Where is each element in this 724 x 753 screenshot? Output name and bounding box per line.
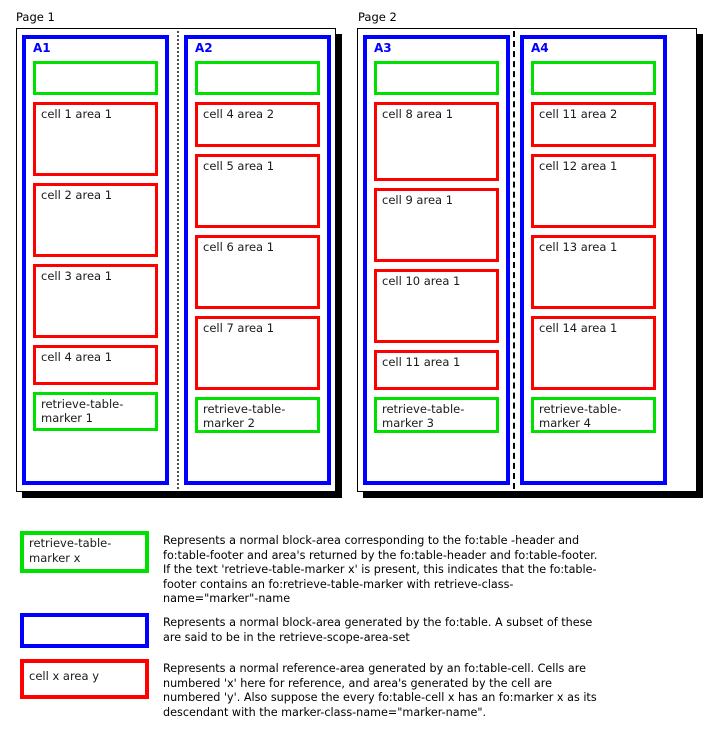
cell-box-a3-2-text: cell 9 area 1 [382,193,454,207]
table-marker-footer-a2: retrieve-table- marker 2 [195,397,320,433]
cell-box-a4-3-text: cell 13 area 1 [539,240,618,254]
cell-box-a2-2-text: cell 5 area 1 [203,159,275,173]
cell-box-a3-4: cell 11 area 1 [374,350,499,390]
cell-box-a3-4-text: cell 11 area 1 [382,355,461,369]
column-divider-page1 [177,31,179,489]
region-a4: A4 cell 11 area 2 cell 12 area 1 cell 13… [520,35,667,485]
cell-box-a2-2: cell 5 area 1 [195,154,320,228]
region-label-a1: A1 [33,41,51,55]
page-frame-2: A3 cell 8 area 1 cell 9 area 1 cell 10 a… [357,28,697,492]
cell-box-a1-4: cell 4 area 1 [33,345,158,385]
table-marker-footer-a1-text: retrieve-table- marker 1 [41,397,124,425]
legend-swatch-cell-text: cell x area y [29,669,100,683]
table-marker-header-a1 [33,61,158,95]
page-frame-1: A1 cell 1 area 1 cell 2 area 1 cell 3 ar… [16,28,336,492]
cell-box-a1-3: cell 3 area 1 [33,264,158,338]
cell-box-a3-1-text: cell 8 area 1 [382,107,454,121]
table-marker-footer-a3: retrieve-table- marker 3 [374,397,499,433]
table-marker-footer-a4: retrieve-table- marker 4 [531,397,656,433]
page-label-2: Page 2 [358,10,397,24]
legend-swatch-cell: cell x area y [20,659,149,699]
cell-box-a2-3-text: cell 6 area 1 [203,240,275,254]
cell-box-a1-2: cell 2 area 1 [33,183,158,257]
region-body-a4: cell 11 area 2 cell 12 area 1 cell 13 ar… [531,61,656,474]
region-a2: A2 cell 4 area 2 cell 5 area 1 cell 6 ar… [184,35,331,485]
table-marker-footer-a4-text: retrieve-table- marker 4 [539,402,622,430]
table-marker-footer-a3-text: retrieve-table- marker 3 [382,402,465,430]
region-label-a2: A2 [195,41,213,55]
legend-description-marker: Represents a normal block-area correspon… [163,534,598,606]
table-marker-footer-a1: retrieve-table- marker 1 [33,392,158,431]
cell-box-a3-3-text: cell 10 area 1 [382,274,461,288]
cell-box-a1-2-text: cell 2 area 1 [41,188,113,202]
region-body-a1: cell 1 area 1 cell 2 area 1 cell 3 area … [33,61,158,474]
region-label-a4: A4 [531,41,549,55]
legend-swatch-marker: retrieve-table- marker x [20,531,149,573]
cell-box-a2-1: cell 4 area 2 [195,102,320,147]
cell-box-a3-3: cell 10 area 1 [374,269,499,343]
region-label-a3: A3 [374,41,392,55]
cell-box-a4-2: cell 12 area 1 [531,154,656,228]
region-a3: A3 cell 8 area 1 cell 9 area 1 cell 10 a… [363,35,510,485]
table-marker-footer-a2-text: retrieve-table- marker 2 [203,402,286,430]
cell-box-a4-1: cell 11 area 2 [531,102,656,147]
page-label-1: Page 1 [16,10,55,24]
legend-description-cell: Represents a normal reference-area gener… [163,662,597,719]
cell-box-a2-3: cell 6 area 1 [195,235,320,309]
region-body-a2: cell 4 area 2 cell 5 area 1 cell 6 area … [195,61,320,474]
table-marker-header-a3 [374,61,499,95]
cell-box-a4-2-text: cell 12 area 1 [539,159,618,173]
region-a1: A1 cell 1 area 1 cell 2 area 1 cell 3 ar… [22,35,169,485]
cell-box-a2-1-text: cell 4 area 2 [203,107,275,121]
cell-box-a1-3-text: cell 3 area 1 [41,269,113,283]
legend-swatch-marker-text: retrieve-table- marker x [29,536,112,565]
cell-box-a1-4-text: cell 4 area 1 [41,350,113,364]
legend-description-region: Represents a normal block-area generated… [163,616,593,644]
cell-box-a3-1: cell 8 area 1 [374,102,499,181]
cell-box-a4-3: cell 13 area 1 [531,235,656,309]
cell-box-a1-1: cell 1 area 1 [33,102,158,176]
cell-box-a4-1-text: cell 11 area 2 [539,107,618,121]
table-marker-header-a2 [195,61,320,95]
table-marker-header-a4 [531,61,656,95]
region-body-a3: cell 8 area 1 cell 9 area 1 cell 10 area… [374,61,499,474]
cell-box-a3-2: cell 9 area 1 [374,188,499,262]
cell-box-a1-1-text: cell 1 area 1 [41,107,113,121]
cell-box-a4-4: cell 14 area 1 [531,316,656,390]
column-divider-page2 [513,31,515,489]
cell-box-a2-4: cell 7 area 1 [195,316,320,390]
legend-swatch-region [20,613,149,648]
cell-box-a4-4-text: cell 14 area 1 [539,321,618,335]
cell-box-a2-4-text: cell 7 area 1 [203,321,275,335]
